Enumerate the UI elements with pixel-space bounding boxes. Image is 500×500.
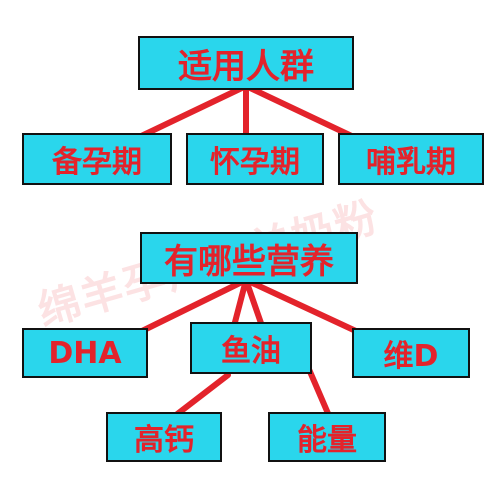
tree2-child-box-fishoil: 鱼油 <box>190 322 312 374</box>
connector-tree1-right <box>243 83 361 142</box>
tree2-grandchild-box-calcium: 高钙 <box>106 412 222 462</box>
tree2-grandchild-box-energy: 能量 <box>268 412 386 462</box>
connector-tree2-right <box>243 277 361 335</box>
connector-tree2-left <box>137 277 249 335</box>
tree1-child-box-lactation: 哺乳期 <box>338 133 484 185</box>
connector-tree2-middle-b <box>243 277 265 329</box>
connector-tree1-left <box>132 83 249 142</box>
tree1-child-box-prepregnancy: 备孕期 <box>22 133 172 185</box>
tree2-child-box-dha: DHA <box>22 328 148 378</box>
tree2-child-box-vitamind: 维D <box>352 328 470 378</box>
connector-tree2-middle-a <box>231 277 249 329</box>
tree2-root-box: 有哪些营养 <box>140 232 358 284</box>
tree1-child-box-pregnancy: 怀孕期 <box>186 133 324 185</box>
tree1-root-box: 适用人群 <box>138 36 354 90</box>
